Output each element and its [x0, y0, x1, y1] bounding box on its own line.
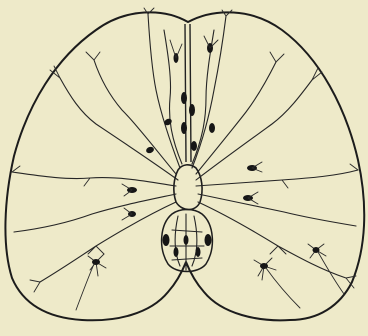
- posterior-median-septum: [185, 24, 191, 162]
- commissural-soma: [196, 247, 201, 257]
- commissural-soma: [174, 247, 179, 257]
- motor-neuron-soma: [92, 259, 100, 265]
- commissural-soma: [205, 234, 212, 246]
- commissural-soma: [163, 234, 170, 246]
- radial-fibers-left: [12, 8, 182, 292]
- neuron-soma: [181, 92, 187, 104]
- neuron-soma: [209, 123, 215, 133]
- neuron-soma: [181, 122, 187, 134]
- motor-neuron-soma: [260, 263, 268, 269]
- commissural-soma: [184, 235, 189, 245]
- lateral-neurons-right: [209, 123, 262, 204]
- radial-fibers-right: [192, 10, 358, 288]
- neuron-soma: [189, 104, 195, 116]
- neuron-soma: [163, 117, 173, 126]
- neuron-soma: [191, 141, 197, 151]
